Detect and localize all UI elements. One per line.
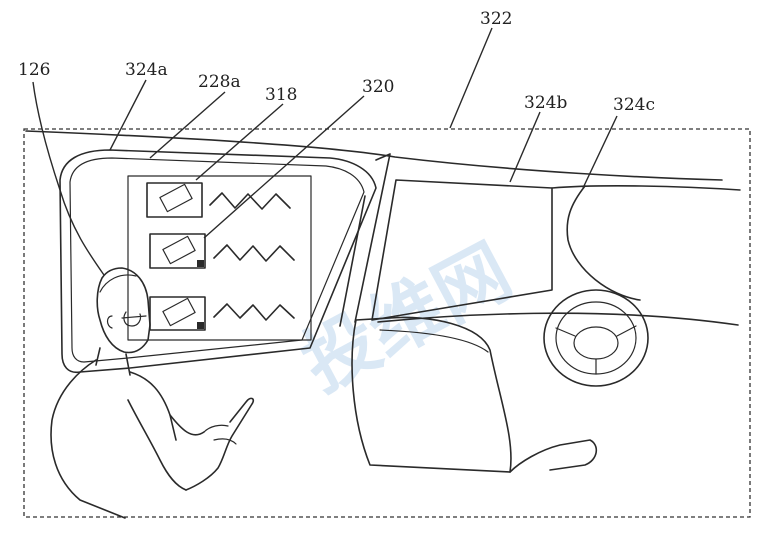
a-pillar — [339, 153, 391, 327]
label-322: 322 — [480, 9, 512, 29]
steering-wheel — [543, 289, 649, 387]
windshield — [371, 179, 741, 321]
roof-line — [25, 130, 723, 181]
display-318 — [127, 175, 312, 341]
dashboard-line — [377, 312, 739, 326]
person-126 — [50, 267, 255, 519]
display-row-3 — [149, 296, 295, 331]
side-window-228a — [59, 149, 377, 374]
label-324a: 324a — [125, 60, 168, 80]
label-324b: 324b — [524, 93, 567, 113]
label-324c: 324c — [613, 95, 655, 115]
passenger-seat — [351, 316, 598, 473]
display-row-2 — [149, 233, 295, 269]
dashboard-edge — [566, 185, 641, 301]
display-row-1 — [146, 182, 291, 218]
label-320: 320 — [362, 77, 394, 97]
label-318: 318 — [265, 85, 297, 105]
label-126: 126 — [18, 60, 50, 80]
label-228a: 228a — [198, 72, 241, 92]
boundary-322 — [23, 128, 751, 518]
leader-lines — [32, 27, 618, 276]
